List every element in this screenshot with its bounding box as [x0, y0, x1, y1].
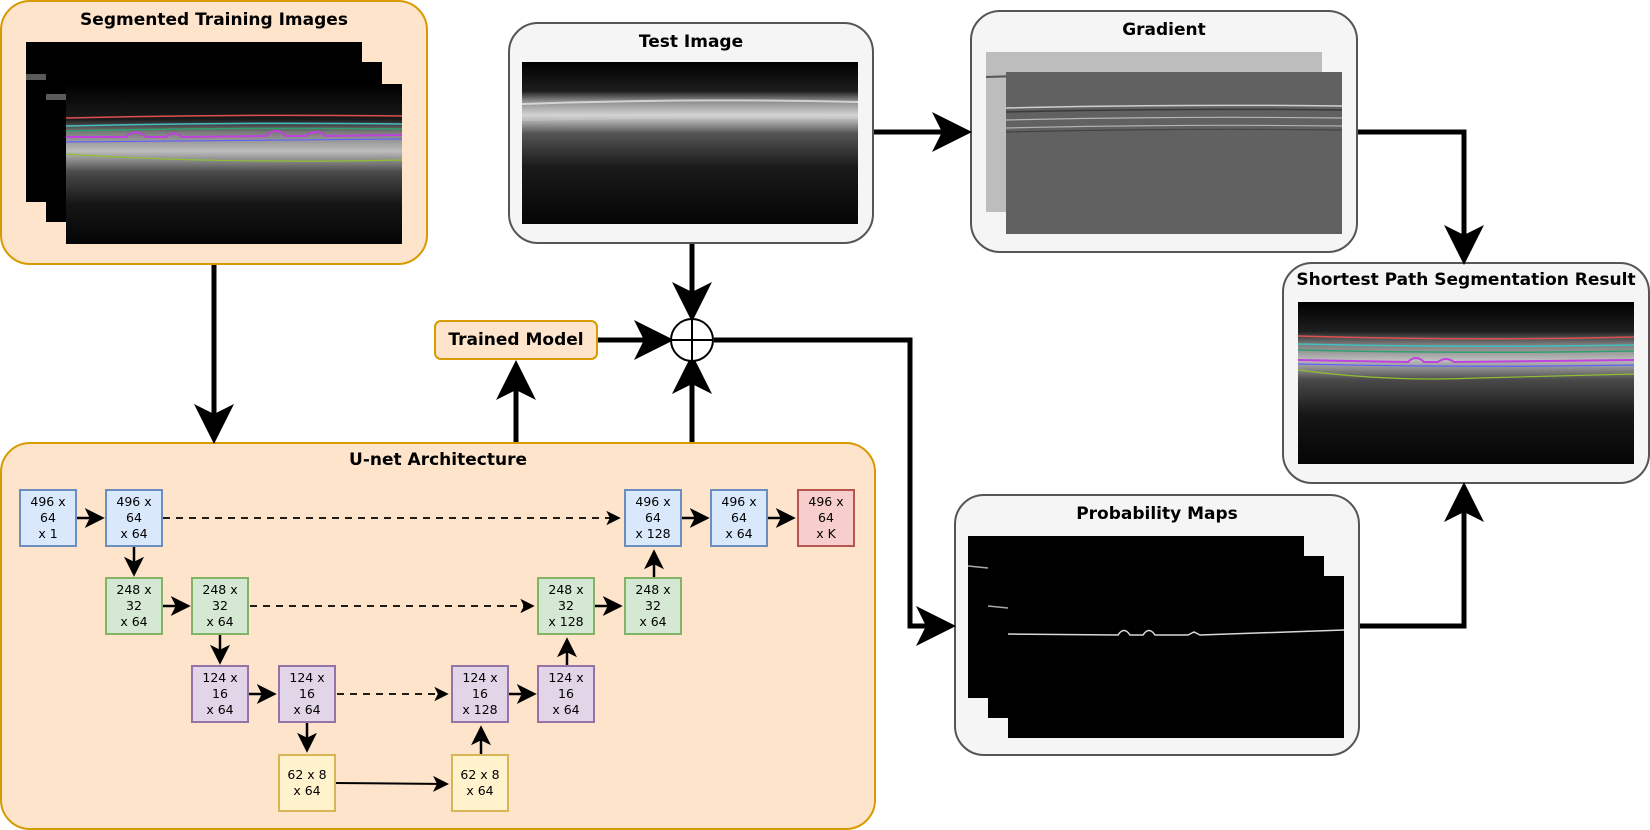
arrow-gradient-to-result — [1358, 129, 1484, 265]
gradient-image-front — [1006, 72, 1342, 234]
probability-map-front — [1008, 576, 1344, 738]
panel-title-probability: Probability Maps — [1076, 504, 1238, 524]
result-oct-render — [1298, 302, 1634, 464]
test-oct-render — [522, 62, 858, 224]
result-oct-image — [1298, 302, 1634, 464]
segmented-oct-front — [66, 84, 402, 244]
unet-block-enc1: 496 x 64 x 64 — [105, 489, 163, 547]
unet-block-enc2-a: 248 x 32 x 64 — [105, 577, 163, 635]
training-image-front — [66, 84, 402, 244]
unet-block-dec1: 496 x 64 x 64 — [710, 489, 768, 547]
arrow-combiner-to-probability — [714, 337, 956, 646]
unet-block-enc3-b: 124 x 16 x 64 — [278, 665, 336, 723]
panel-title-training: Segmented Training Images — [80, 10, 348, 30]
unet-block-enc3-a: 124 x 16 x 64 — [191, 665, 249, 723]
panel-title-unet: U-net Architecture — [349, 450, 527, 470]
unet-block-bottleneck-b: 62 x 8 x 64 — [451, 754, 509, 812]
unet-block-dec3-concat: 124 x 16 x 128 — [451, 665, 509, 723]
unet-block-input: 496 x 64 x 1 — [19, 489, 77, 547]
panel-probability-maps: Probability Maps — [954, 494, 1360, 756]
probability-map-render — [1008, 629, 1344, 636]
panel-title-gradient: Gradient — [1122, 20, 1206, 40]
panel-title-test: Test Image — [638, 32, 744, 52]
unet-block-dec2: 248 x 32 x 64 — [624, 577, 682, 635]
unet-block-bottleneck-a: 62 x 8 x 64 — [278, 754, 336, 812]
panel-gradient: Gradient — [970, 10, 1358, 253]
panel-title-result: Shortest Path Segmentation Result — [1296, 270, 1636, 290]
panel-test-image: Test Image — [508, 22, 874, 244]
trained-model-box: Trained Model — [434, 320, 598, 360]
unet-connectors — [77, 508, 796, 792]
unet-block-output: 496 x 64 x K — [797, 489, 855, 547]
unet-block-dec2-concat: 248 x 32 x 128 — [537, 577, 595, 635]
unet-block-enc2-b: 248 x 32 x 64 — [191, 577, 249, 635]
test-oct-image — [522, 62, 858, 224]
panel-segmented-training-images: Segmented Training Images — [0, 0, 428, 265]
panel-shortest-path-result: Shortest Path Segmentation Result — [1282, 262, 1650, 484]
combine-operator-icon — [670, 318, 714, 362]
arrow-probability-to-result — [1360, 482, 1484, 629]
unet-block-dec3: 124 x 16 x 64 — [537, 665, 595, 723]
unet-block-dec1-concat: 496 x 64 x 128 — [624, 489, 682, 547]
